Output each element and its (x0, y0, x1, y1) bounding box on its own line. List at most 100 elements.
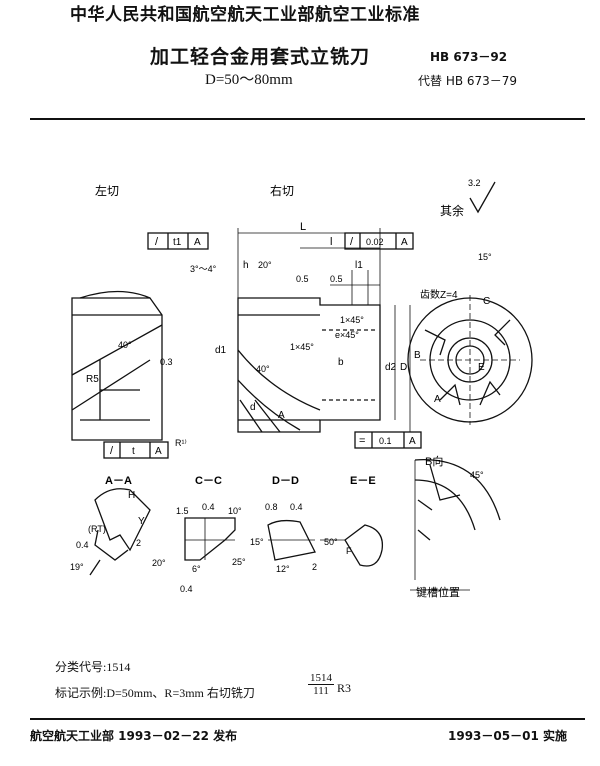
sec-04c: 0.4 (180, 584, 193, 594)
sec-19: 19° (70, 562, 84, 572)
tol-frame-bottom-right (354, 431, 422, 449)
label-d2: d2 (385, 362, 397, 373)
dim-05b: 0.5 (330, 274, 343, 284)
tol-tr-value: 0.02 (366, 237, 384, 247)
sec-Y: Y (138, 516, 145, 527)
sec-04a: 0.4 (76, 540, 89, 550)
tol-tl-value: t1 (173, 237, 182, 248)
angle-3-4: 3°～4° (190, 264, 217, 274)
angle-45: 45° (470, 470, 484, 480)
sec-RT: (RT) (88, 524, 106, 534)
classification-code: 分类代号:1514 (55, 660, 131, 674)
angle-40-right: 40° (256, 364, 270, 374)
sec-15: 1.5 (176, 506, 189, 516)
dim-L: L (300, 221, 306, 233)
label-d1: d1 (215, 345, 227, 356)
section-ee-title: E－E (350, 475, 376, 487)
tol-br-datum: A (409, 436, 416, 447)
tol-tl-symbol: / (155, 236, 159, 248)
marking-fraction-denominator: 111 (313, 685, 329, 697)
roughness-symbol (469, 181, 496, 214)
sec-2: 2 (136, 538, 141, 548)
standard-number: HB 673－92 (430, 50, 508, 64)
label-D: D (400, 362, 407, 373)
sec-50: 50° (324, 537, 338, 547)
right-view-flute (237, 349, 321, 431)
dim-05a: 0.5 (296, 274, 309, 284)
section-cc-title: C－C (195, 475, 222, 487)
section-dd (267, 519, 316, 561)
marking-fraction: 1514 111 (308, 672, 334, 697)
sec-2b: 2 (312, 562, 317, 572)
left-view-body (71, 297, 163, 441)
left-view-flute (71, 324, 163, 411)
label-A-circle: A (434, 394, 441, 405)
dim-l1: l1 (355, 260, 363, 271)
technical-drawing: 左切 右切 其余 3.2 / t1 A / 0.02 A / t A = 0.1… (70, 178, 533, 599)
tol-bl-symbol: / (110, 445, 114, 457)
label-C: C (483, 296, 490, 307)
effective-date: 1993－05－01 实施 (448, 729, 567, 743)
label-teeth: 齿数Z=4 (420, 288, 458, 301)
surface-note: 其余 (440, 203, 464, 218)
tol-tr-datum: A (401, 237, 408, 248)
sec-08: 0.8 (265, 502, 278, 512)
view-b (414, 459, 501, 531)
view-b-title: B向 (425, 454, 443, 468)
tol-frame-bottom-left (103, 441, 169, 459)
sec-04b: 0.4 (202, 502, 215, 512)
label-03: 0.3 (160, 357, 173, 367)
tol-bl-datum: A (155, 446, 162, 457)
section-aa (94, 488, 151, 552)
left-view-label: 左切 (95, 183, 119, 198)
chamfer-1b: 1×45° (290, 342, 314, 352)
label-R: R¹⁾ (175, 438, 187, 448)
dim-l: l (330, 236, 332, 248)
sec-10: 10° (228, 506, 242, 516)
section-aa-title: A－A (105, 475, 132, 487)
marking-suffix: R3 (337, 681, 352, 695)
chamfer-1: 1×45° (340, 315, 364, 325)
right-view-body (237, 297, 381, 433)
section-ee (344, 524, 384, 567)
label-r5: R5 (86, 374, 99, 385)
chamfer-e: e×45° (335, 330, 359, 340)
sec-H: H (128, 490, 135, 501)
tol-br-symbol: = (359, 435, 365, 447)
section-dd-title: D－D (272, 475, 299, 487)
surface-roughness: 3.2 (468, 178, 481, 188)
tol-bl-value: t (132, 446, 135, 457)
label-b: b (338, 357, 344, 368)
sec-12: 12° (276, 564, 290, 574)
footer-rule (30, 718, 585, 720)
tol-frame-top-right (344, 232, 414, 250)
angle-15-top: 15° (478, 252, 492, 262)
tol-br-value: 0.1 (379, 436, 392, 446)
sec-15deg: 15° (250, 537, 264, 547)
angle-20: 20° (258, 260, 272, 270)
section-cc (184, 517, 236, 561)
issue-date: 航空航天工业部 1993－02－22 发布 (30, 729, 238, 743)
dim-h: h (243, 260, 249, 271)
label-d: d (250, 402, 256, 413)
right-view-label: 右切 (270, 183, 294, 198)
sec-F: F (346, 546, 352, 556)
angle-40-left: 40° (118, 340, 132, 350)
document-title: 加工轻合金用套式立铣刀 (150, 46, 371, 68)
tol-tl-datum: A (194, 237, 201, 248)
tol-frame-top-left (147, 232, 209, 250)
replaces-standard: 代替 HB 673－79 (418, 74, 518, 88)
label-A: A (278, 410, 285, 421)
marking-example: 标记示例:D=50mm、R=3mm 右切铣刀 (55, 686, 255, 700)
sec-20: 20° (152, 558, 166, 568)
sec-25: 25° (232, 557, 246, 567)
sec-04d: 0.4 (290, 502, 303, 512)
issuing-organization: 中华人民共和国航空航天工业部航空工业标准 (70, 5, 420, 25)
sec-6: 6° (192, 564, 201, 574)
header-rule (30, 118, 585, 120)
label-E: E (478, 362, 485, 373)
tol-tr-symbol: / (350, 236, 354, 248)
document-subtitle: D=50～80mm (205, 72, 293, 88)
keyway-position: 键槽位置 (416, 585, 460, 599)
marking-fraction-numerator: 1514 (308, 672, 334, 685)
